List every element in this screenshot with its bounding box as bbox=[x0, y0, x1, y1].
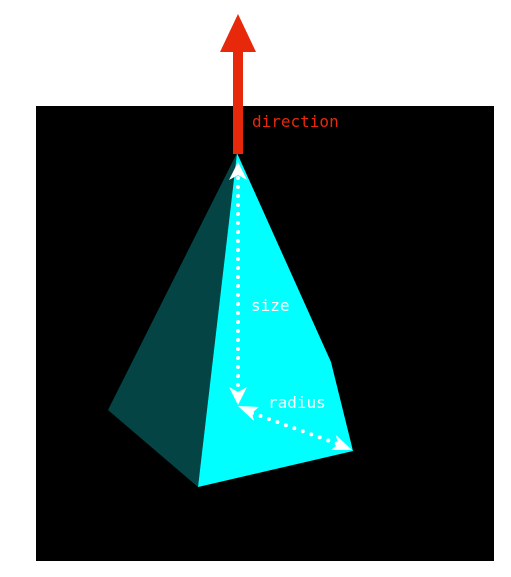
pyramid-light-face bbox=[198, 153, 353, 487]
size-arrow-icon bbox=[229, 162, 247, 405]
direction-arrow-icon bbox=[220, 14, 256, 154]
direction-label: direction bbox=[252, 112, 339, 131]
radius-arrow-icon bbox=[238, 406, 352, 450]
pyramid-dark-face bbox=[108, 153, 237, 487]
radius-label: radius bbox=[268, 393, 326, 412]
size-label: size bbox=[251, 296, 290, 315]
